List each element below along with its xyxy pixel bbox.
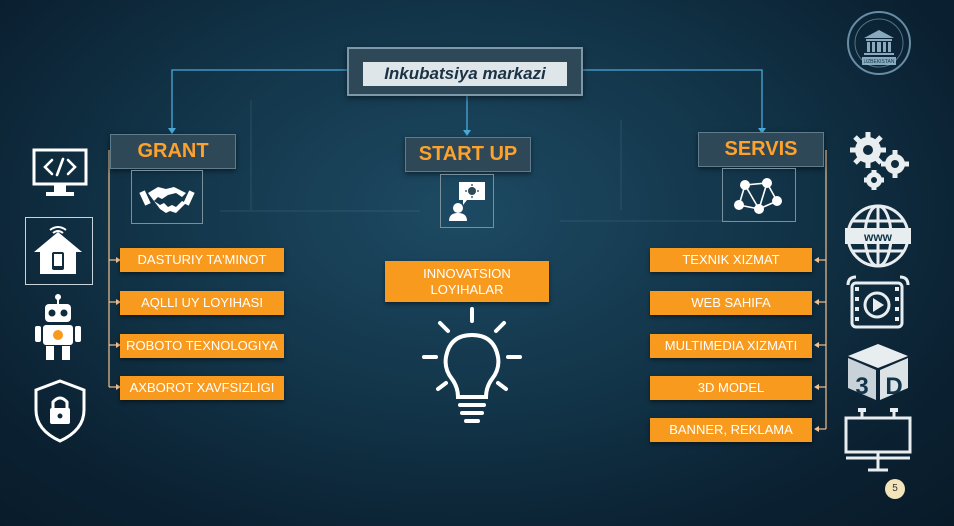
svg-text:www: www: [863, 230, 893, 244]
video-film-icon: [846, 275, 910, 329]
svg-text:D: D: [885, 373, 902, 400]
grant-item: AXBOROT XAVFSIZLIGI: [120, 376, 284, 400]
emblem-label: UZBEKISTAN: [863, 59, 894, 65]
startup-item: INNOVATSION LOYIHALAR: [385, 261, 549, 302]
servis-icon-box: [722, 168, 796, 222]
grant-item: ROBOTO TEXNOLOGIYA: [120, 334, 284, 358]
code-monitor-icon: [32, 148, 88, 196]
handshake-icon: [139, 187, 195, 213]
hub-box: Inkubatsiya markazi: [347, 47, 583, 96]
network-icon: [734, 178, 782, 214]
smart-home-frame: [25, 217, 93, 285]
university-emblem: UZBEKISTAN: [847, 11, 911, 75]
hub-title: Inkubatsiya markazi: [363, 62, 567, 86]
www-globe-icon: www: [845, 204, 911, 268]
grant-icon-box: [131, 170, 203, 224]
startup-heading: START UP: [405, 137, 531, 172]
smart-home-icon: [34, 226, 82, 274]
idea-person-icon: [449, 182, 485, 221]
servis-heading: SERVIS: [698, 132, 824, 167]
grant-heading: GRANT: [110, 134, 236, 169]
gears-icon: [850, 132, 909, 190]
servis-item: MULTIMEDIA XIZMATI: [650, 334, 812, 358]
startup-icon-box: [440, 174, 494, 228]
servis-item: WEB SAHIFA: [650, 291, 812, 315]
servis-item: BANNER, REKLAMA: [650, 418, 812, 442]
3d-icon: 3 D: [848, 344, 908, 400]
page-number: 5: [885, 479, 905, 499]
grant-item: AQLLI UY LOYIHASI: [120, 291, 284, 315]
servis-item: 3D MODEL: [650, 376, 812, 400]
grant-item: DASTURIY TA'MINOT: [120, 248, 284, 272]
servis-item: TEXNIK XIZMAT: [650, 248, 812, 272]
lightbulb-icon: [422, 307, 522, 423]
security-lock-icon: [34, 379, 86, 443]
robot-icon: [35, 294, 81, 360]
svg-text:3: 3: [855, 373, 868, 400]
billboard-icon: [844, 408, 912, 472]
